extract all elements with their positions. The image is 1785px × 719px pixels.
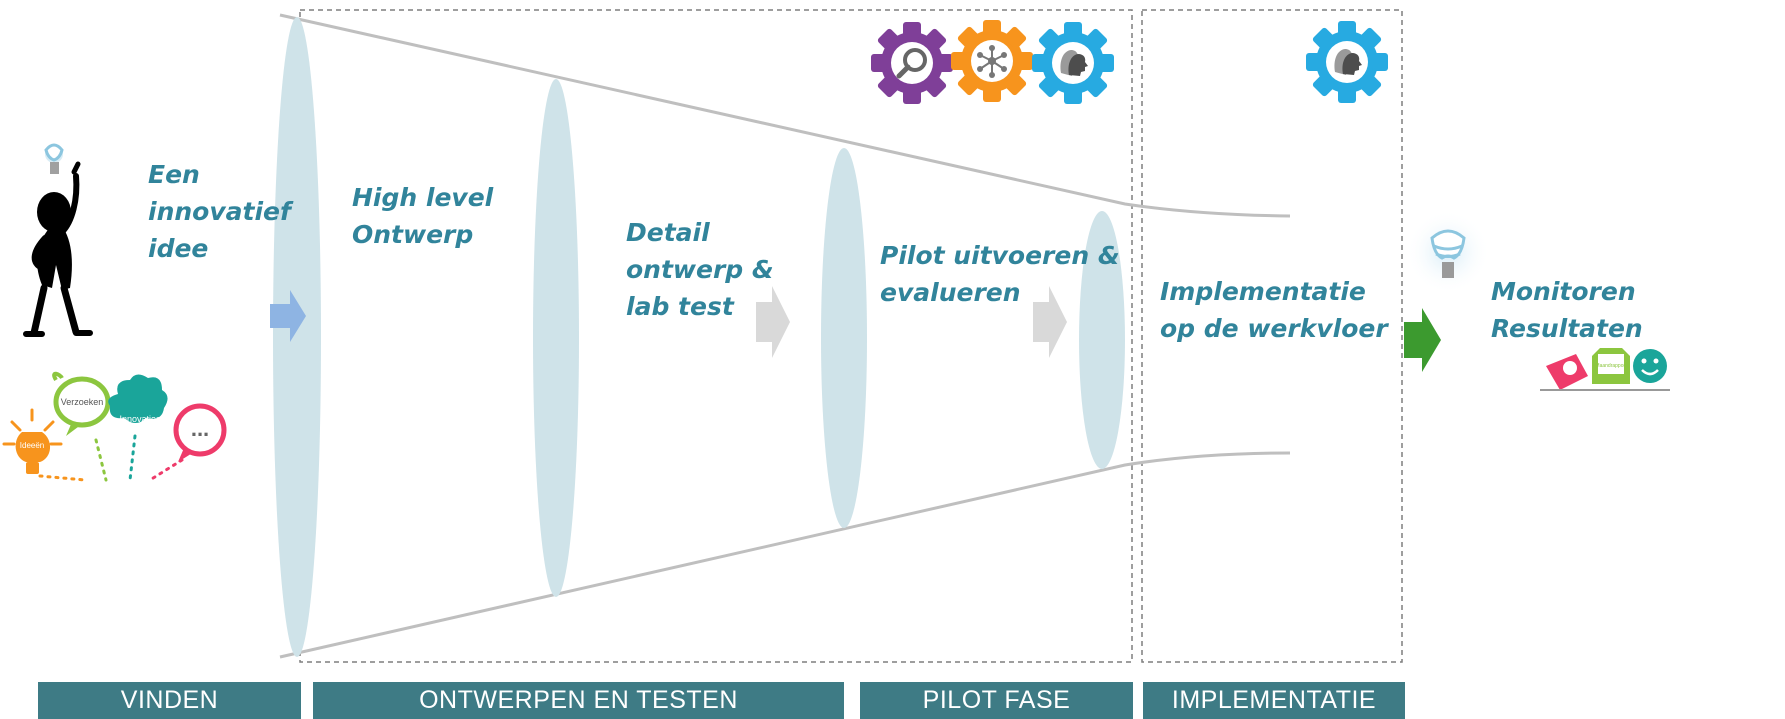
thinking-person-icon: [23, 143, 93, 337]
stage-2-text: High level Ontwerp: [352, 179, 493, 253]
phase-bar-vinden: VINDEN: [38, 682, 301, 719]
stage-4-line-2: evalueren: [880, 278, 1021, 307]
results-icons: [1540, 348, 1670, 391]
funnel-bottom-line: [279, 451, 1291, 659]
green-arrow-icon: [1404, 308, 1441, 372]
stage-6-line-1: Monitoren Resultaten: [1491, 277, 1643, 343]
stage-1-line-2: innovatief: [148, 197, 291, 226]
stage-2-line-2: Ontwerp: [352, 220, 474, 249]
stage-disc-3: [821, 148, 867, 528]
stage-3-line-1: Detail: [626, 218, 710, 247]
bubble-label-innovaties: Innovaties: [119, 414, 161, 424]
grey-arrow-icon: [756, 286, 790, 358]
stage-2-line-1: High level: [352, 183, 494, 212]
bubble-label-verzoeken: Verzoeken: [61, 397, 104, 407]
stage-disc-1: [273, 17, 321, 657]
stage-5-line-2: op de werkvloer: [1160, 314, 1388, 343]
stage-1-line-3: idee: [148, 234, 209, 263]
stage-6-text: Monitoren Resultaten: [1491, 273, 1785, 347]
network-gear-icon: [951, 20, 1033, 102]
phase-bar-pilot-fase: PILOT FASE: [860, 682, 1133, 719]
bubble-label-ideeen: Ideeën: [20, 441, 44, 450]
bubble-label-more: ...: [191, 416, 209, 441]
stage-disc-4: [1079, 211, 1125, 469]
stage-3-line-3: lab test: [626, 292, 734, 321]
stage-5-text: Implementatie op de werkvloer: [1160, 273, 1388, 347]
design-test-phase-box: [299, 9, 1133, 663]
phase-bar-implementatie: IMPLEMENTATIE: [1143, 682, 1405, 719]
grey-arrow-icon: [1033, 286, 1067, 358]
stage-3-line-2: ontwerp &: [626, 255, 774, 284]
stage-4-text: Pilot uitvoeren & evalueren: [880, 237, 1120, 311]
stage-1-text: Een innovatief idee: [148, 156, 291, 267]
magnifier-gear-icon: [871, 22, 953, 104]
stage-5-line-1: Implementatie: [1160, 277, 1366, 306]
results-icon-text: Maandrapport: [1595, 363, 1627, 369]
funnel-top-line: [279, 13, 1291, 218]
lightbulb-icon: [1406, 210, 1490, 294]
people-gear-icon: [1032, 22, 1114, 104]
phase-bar-ontwerpen-en-testen: ONTWERPEN EN TESTEN: [313, 682, 844, 719]
blue-arrow-icon: [270, 290, 306, 342]
implementation-phase-box: [1141, 9, 1403, 663]
stage-disc-2: [533, 79, 579, 597]
ideas-bubbles-icon: [2, 371, 227, 482]
people-gear-icon: [1306, 21, 1388, 103]
stage-3-text: Detail ontwerp & lab test: [626, 214, 774, 325]
stage-4-line-1: Pilot uitvoeren &: [880, 241, 1120, 270]
stage-1-line-1: Een: [148, 160, 200, 189]
